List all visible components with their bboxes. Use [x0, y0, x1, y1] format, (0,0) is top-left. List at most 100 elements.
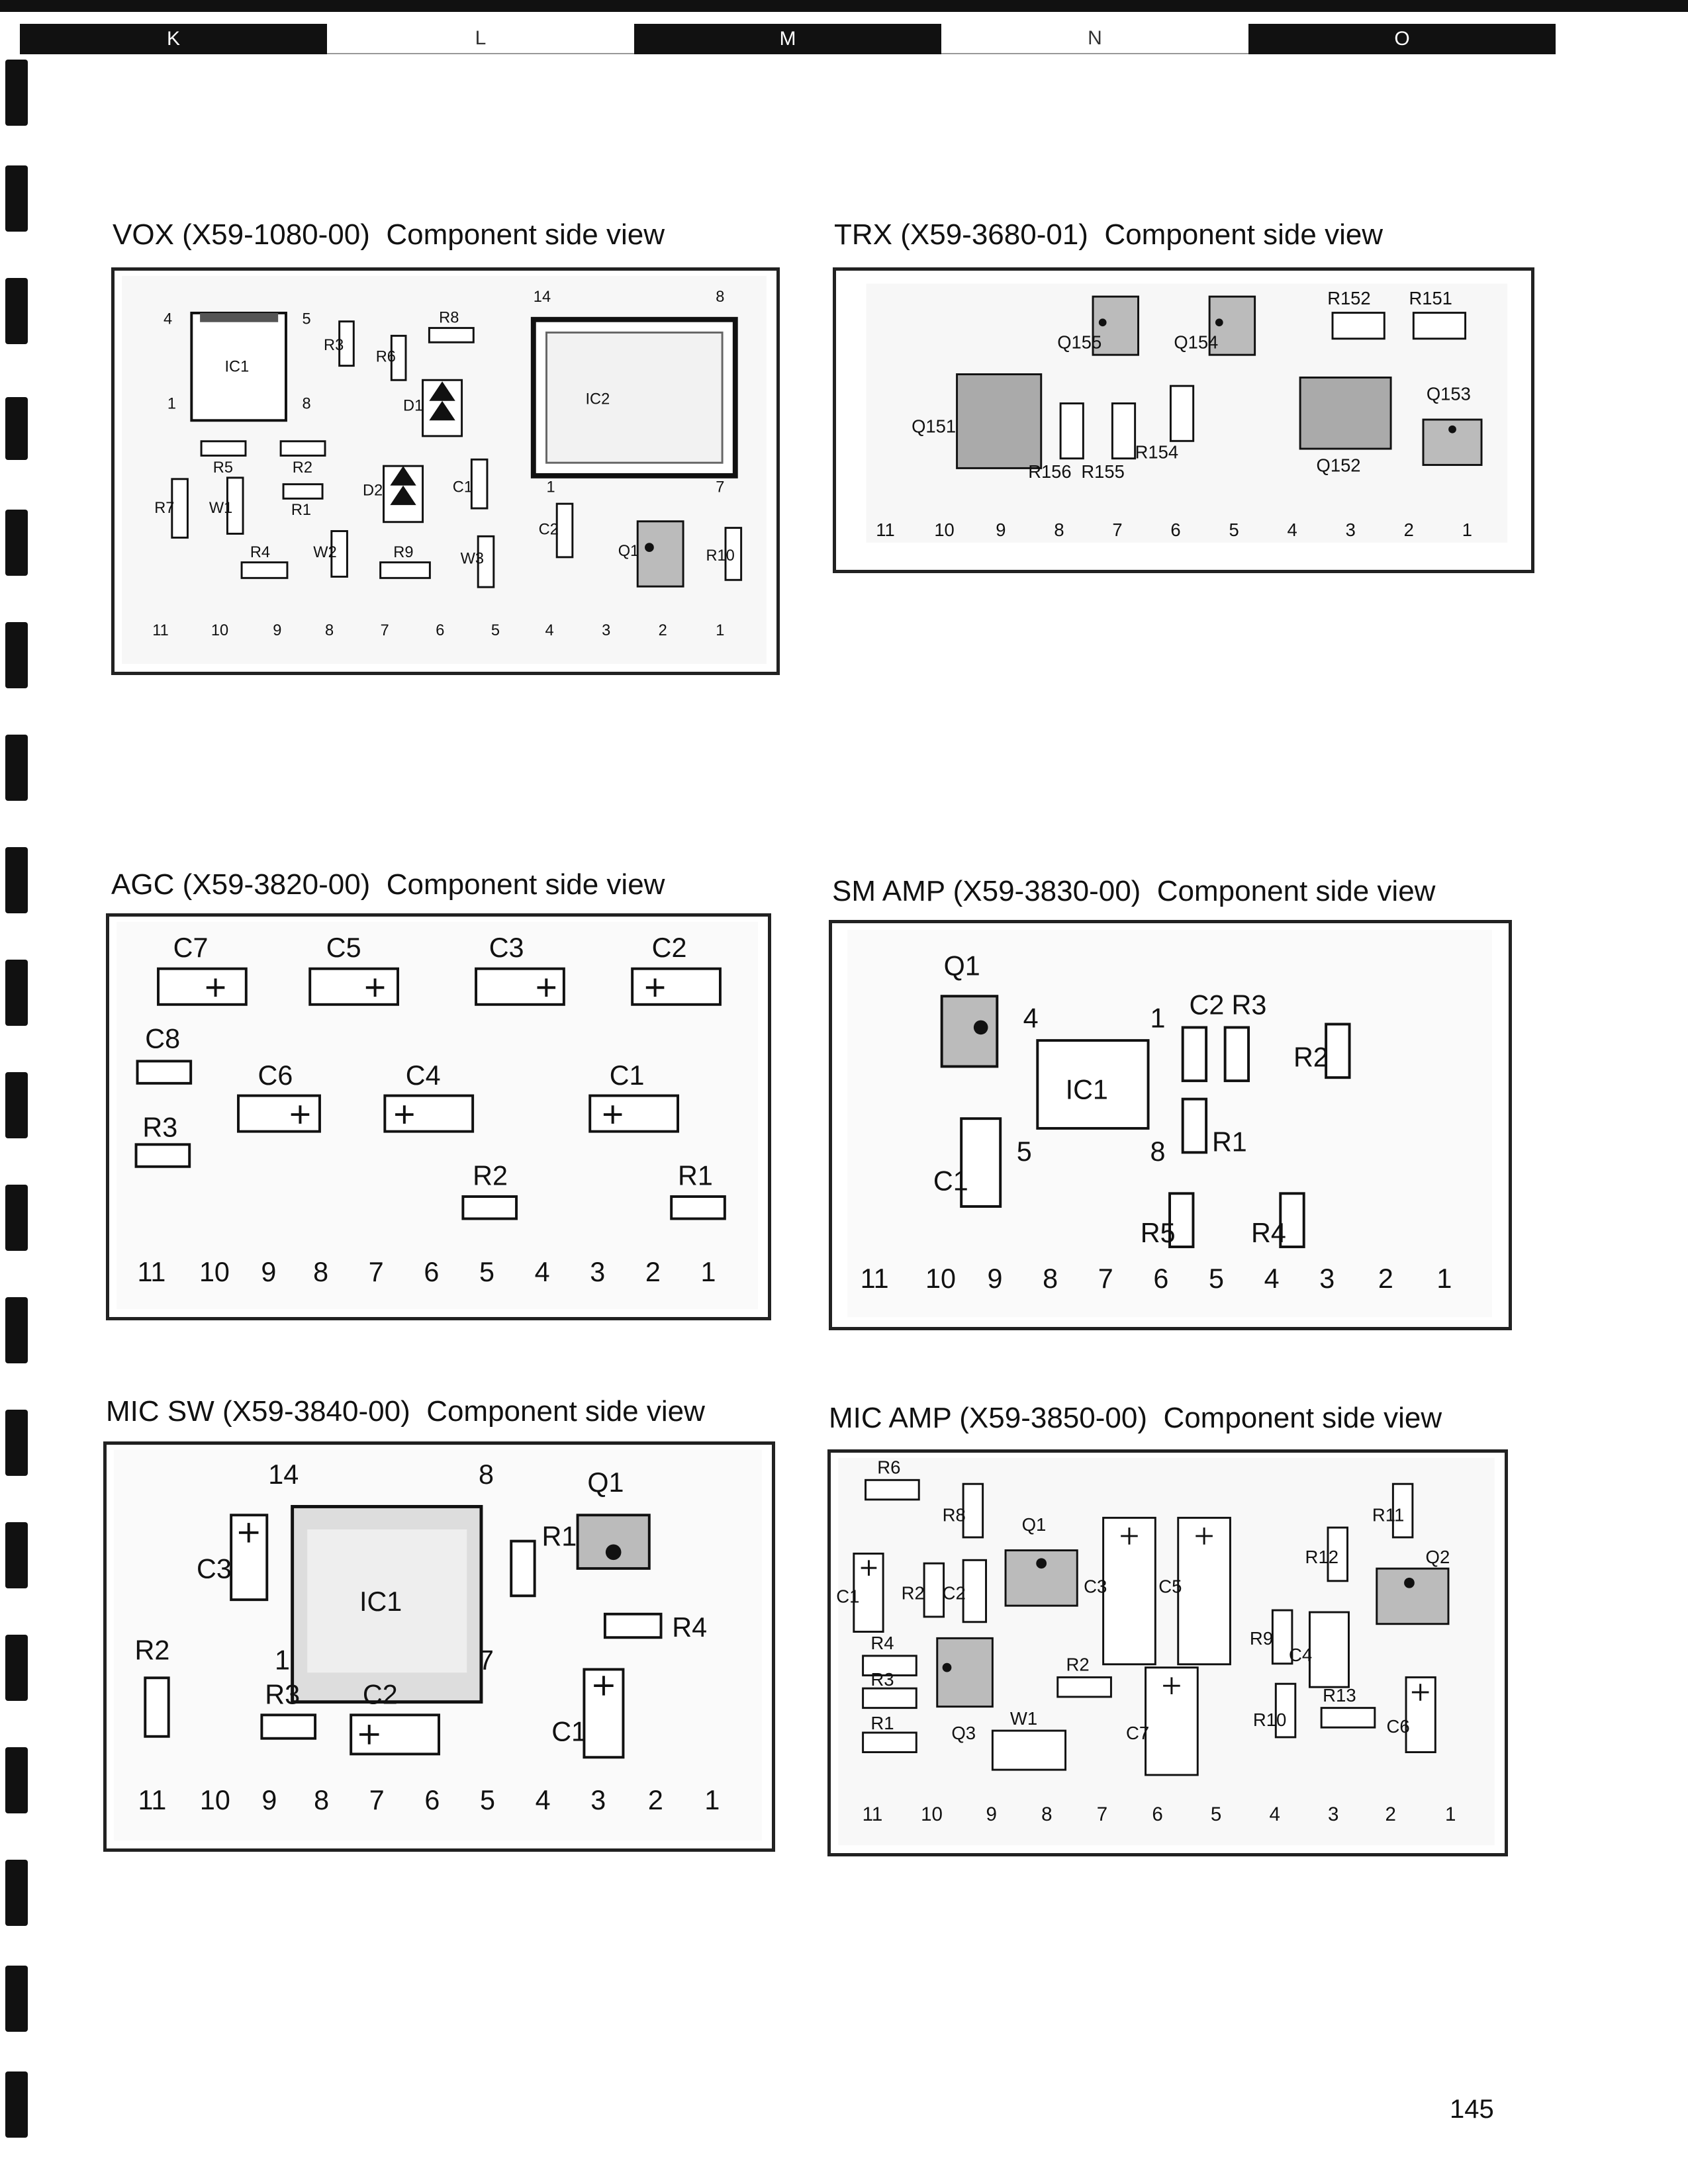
trx-pin-row: 11 10 9 8 7 6 5 4 3 2 1	[876, 520, 1472, 540]
micsw-board: Q1 C3 IC1 R1 R4 R2 R3 C2 C1 14 8 1 7 11 …	[103, 1441, 775, 1852]
agc-layout: C7 C5 C3 C2 C8 C6 C4 C1 R3 R2 R1 11 10 9…	[117, 921, 759, 1310]
agc-c4	[383, 1094, 475, 1133]
smamp-layout: Q1 C2 R3 R2 IC1 C1 R1 R5 R4 4 1 5 8 11 1…	[847, 929, 1493, 1318]
micamp-pin: 5	[1211, 1803, 1221, 1825]
smamp-pin: 5	[1209, 1263, 1224, 1294]
trx-pin: 6	[1170, 520, 1180, 540]
binder-mark	[5, 2071, 28, 2138]
label-vox-c2: C2	[539, 521, 559, 538]
micamp-view: Component side view	[1163, 1402, 1442, 1434]
column-o: O	[1248, 24, 1556, 54]
column-m: M	[634, 24, 941, 54]
vox-pin: 2	[659, 622, 667, 639]
micsw-title: MIC SW (X59-3840-00) Component side view	[106, 1395, 705, 1428]
micamp-pin: 9	[986, 1803, 997, 1825]
plus-icon	[365, 978, 385, 997]
label-agc-r2: R2	[473, 1160, 508, 1191]
vox-pin: 8	[325, 622, 334, 639]
vox-ic1-edge	[200, 312, 279, 322]
trx-r156	[1059, 402, 1084, 460]
trx-q153	[1422, 418, 1483, 466]
label-micamp-c6: C6	[1387, 1716, 1410, 1737]
agc-r3	[134, 1143, 191, 1168]
label-trx-r151: R151	[1409, 288, 1452, 308]
label-vox-w3: W3	[461, 551, 484, 568]
smamp-title: SM AMP (X59-3830-00) Component side view	[832, 875, 1435, 908]
binder-mark	[5, 1410, 28, 1476]
plus-icon	[1121, 1527, 1138, 1545]
label-vox-r10: R10	[706, 547, 735, 565]
micamp-r11	[1391, 1482, 1414, 1539]
micamp-r1	[862, 1731, 917, 1753]
smamp-code: (X59-3830-00)	[953, 875, 1141, 907]
trx-view: Component side view	[1104, 218, 1383, 251]
trx-pin: 9	[996, 520, 1006, 540]
label-agc-c6: C6	[258, 1060, 293, 1091]
label-smamp-c1: C1	[933, 1165, 968, 1196]
label-vox-r6: R6	[376, 349, 396, 366]
label-micsw-r2: R2	[135, 1635, 170, 1666]
binder-mark	[5, 1747, 28, 1813]
column-n: N	[941, 24, 1248, 54]
smamp-r1	[1181, 1097, 1208, 1154]
label-micamp-r6: R6	[877, 1457, 900, 1477]
label-micamp-r4: R4	[870, 1633, 894, 1653]
micsw-q1	[576, 1514, 651, 1570]
micsw-pin: 10	[200, 1785, 230, 1815]
micsw-code: (X59-3840-00)	[222, 1395, 410, 1428]
micsw-pin-row: 11 10 9 8 7 6 5 4 3 2 1	[138, 1785, 720, 1815]
micamp-r8	[962, 1482, 984, 1539]
trx-pin: 2	[1404, 520, 1414, 540]
trx-pin: 3	[1346, 520, 1356, 540]
smamp-pin: 6	[1153, 1263, 1168, 1294]
label-micsw-r4: R4	[672, 1612, 707, 1643]
smamp-r5	[1168, 1192, 1195, 1248]
label-smamp-r3: R3	[1231, 990, 1266, 1021]
plus-icon	[1411, 1684, 1429, 1701]
vox-r6	[390, 334, 407, 381]
trx-pin: 7	[1112, 520, 1122, 540]
label-agc-c7: C7	[173, 933, 209, 963]
agc-polarity-marks	[206, 978, 665, 1124]
agc-c8	[136, 1060, 193, 1085]
label-trx-q152: Q152	[1317, 455, 1361, 475]
vox-r7	[171, 478, 189, 539]
label-vox-r5: R5	[213, 459, 233, 477]
label-smamp-r2: R2	[1293, 1042, 1329, 1072]
label-vox-pin-8: 8	[303, 396, 311, 413]
agc-name: AGC	[111, 868, 175, 901]
plus-icon	[238, 1523, 259, 1543]
label-vox-pin-4: 4	[164, 311, 172, 328]
smamp-name: SM AMP	[832, 875, 945, 907]
label-micsw-c1: C1	[551, 1717, 586, 1747]
micamp-pin: 3	[1328, 1803, 1338, 1825]
label-vox-d2: D2	[363, 482, 383, 499]
label-smamp-pin-8: 8	[1150, 1136, 1166, 1167]
micamp-polarity-marks	[861, 1527, 1429, 1701]
binder-mark	[5, 165, 28, 232]
trx-title: TRX (X59-3680-01) Component side view	[834, 218, 1383, 251]
vox-pin: 9	[273, 622, 281, 639]
vox-r2	[279, 440, 326, 457]
smamp-pin-row: 11 10 9 8 7 6 5 4 3 2 1	[861, 1263, 1452, 1294]
label-vox-w1: W1	[209, 500, 232, 517]
smamp-r3	[1223, 1026, 1250, 1083]
micsw-pin: 1	[704, 1785, 720, 1815]
micamp-r4	[862, 1655, 917, 1676]
label-micsw-q1: Q1	[587, 1467, 624, 1498]
vox-board: IC1 IC2 R3 R6 R8 D1 D2 R5 R2 R1 R7 W1 W2…	[111, 267, 780, 675]
trx-r155	[1111, 402, 1137, 460]
vox-r10	[724, 527, 743, 581]
micsw-pin: 6	[424, 1785, 440, 1815]
trx-r154	[1169, 385, 1195, 442]
trx-pin: 1	[1462, 520, 1472, 540]
label-micamp-w1: W1	[1010, 1708, 1037, 1729]
label-vox-r1: R1	[291, 502, 311, 519]
micamp-q3-dot	[942, 1662, 952, 1672]
micamp-board: R6 R8 R11 Q1 C1 R2 C2 C3 C5 R12 Q2 R9 C4…	[827, 1449, 1508, 1856]
label-smamp-r1: R1	[1212, 1126, 1247, 1157]
micsw-r3	[260, 1713, 317, 1740]
label-micamp-r8: R8	[943, 1504, 966, 1525]
binder-mark	[5, 1635, 28, 1701]
label-micsw-r3: R3	[265, 1680, 300, 1710]
